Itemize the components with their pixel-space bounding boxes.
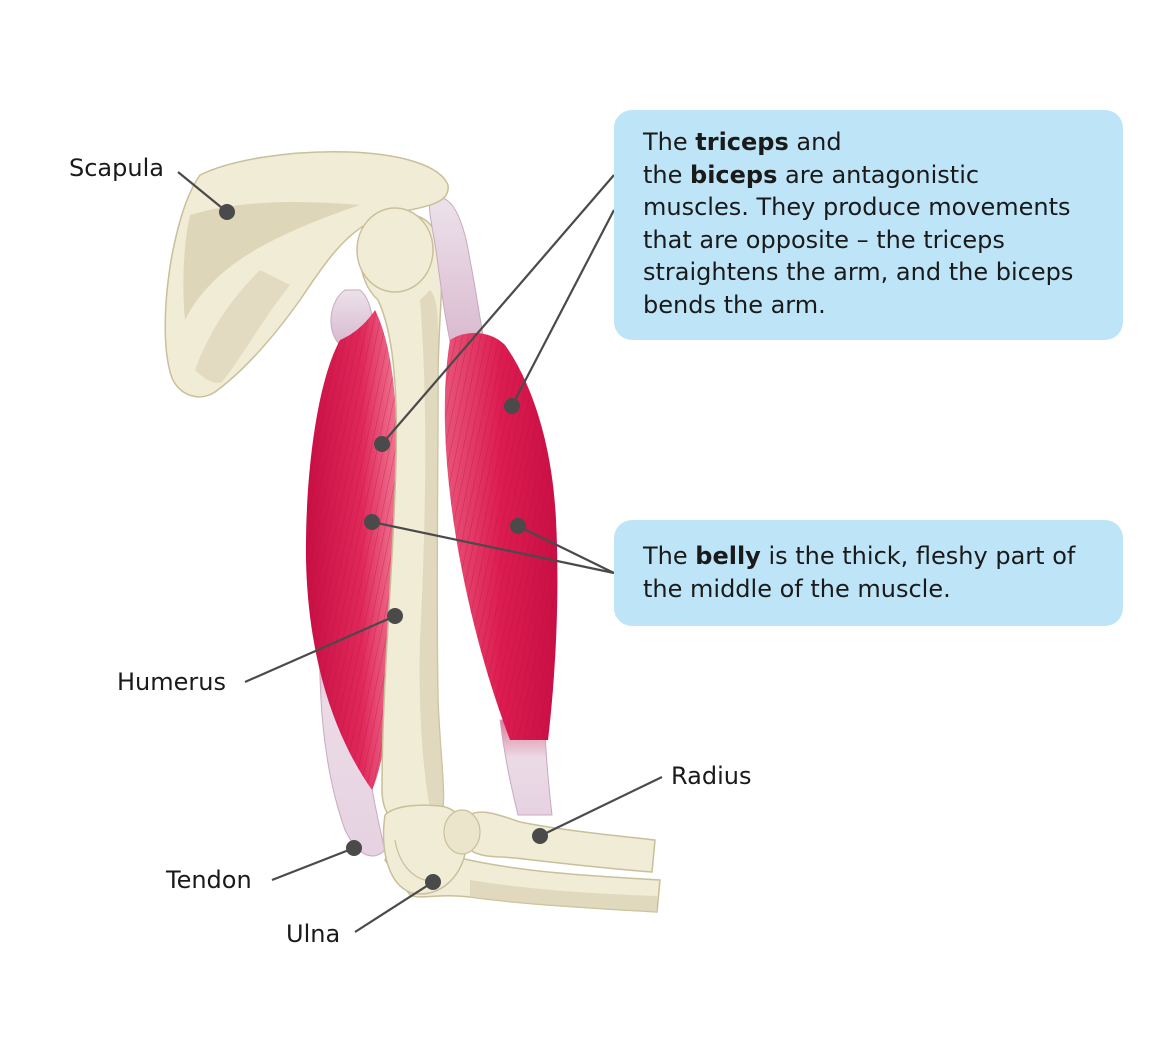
- label-humerus: Humerus: [117, 668, 226, 696]
- term-belly: belly: [695, 542, 761, 570]
- label-scapula: Scapula: [69, 154, 164, 182]
- belly-triceps-pointer: [371, 520, 615, 575]
- humerus-bone: [359, 212, 445, 826]
- scapula-dot: [219, 204, 235, 220]
- term-triceps: triceps: [695, 128, 789, 156]
- label-ulna: Ulna: [286, 920, 341, 948]
- humeral-head: [356, 207, 434, 293]
- biceps-dot: [504, 398, 520, 414]
- callout-antagonistic-line2: the biceps are antagonistic: [643, 160, 980, 189]
- callout-antagonistic-muscles: The triceps and the biceps are antagonis…: [614, 110, 1123, 340]
- tendon-dot: [346, 840, 362, 856]
- scapula-pointer: [177, 171, 228, 213]
- humerus-dot: [387, 608, 403, 624]
- ulna-pointer: [354, 881, 434, 933]
- callout-belly: The belly is the thick, fleshy part of t…: [614, 520, 1123, 626]
- callout-antagonistic-line3: muscles. They produce movements: [643, 193, 1071, 221]
- tendon-pointer: [271, 846, 355, 882]
- callout-belly-line2: the middle of the muscle.: [643, 574, 951, 603]
- triceps-dot: [374, 436, 390, 452]
- callout-antagonistic-line5: straightens the arm, and the biceps: [643, 258, 1074, 286]
- callout-belly-line1: The belly is the thick, fleshy part of: [643, 542, 1076, 570]
- belly-biceps-pointer: [517, 525, 615, 574]
- pointer-lines: [177, 171, 663, 933]
- label-tendon: Tendon: [166, 866, 252, 894]
- humerus-pointer: [244, 614, 396, 684]
- biceps-muscle: [444, 333, 558, 740]
- triceps-muscle: [305, 310, 399, 790]
- pointer-dots: [219, 204, 548, 890]
- callout-antagonistic-line1: The triceps and: [643, 128, 842, 156]
- term-biceps: biceps: [690, 160, 778, 189]
- radius-dot: [532, 828, 548, 844]
- label-radius: Radius: [671, 762, 752, 790]
- callout-antagonistic-line6: bends the arm.: [643, 290, 826, 319]
- elbow-joint: [382, 804, 481, 895]
- belly-triceps-dot: [364, 514, 380, 530]
- callout-antagonistic-line4: that are opposite – the triceps: [643, 225, 1005, 254]
- biceps-pointer: [511, 209, 615, 407]
- ulna-dot: [425, 874, 441, 890]
- radius-pointer: [539, 776, 663, 837]
- belly-biceps-dot: [510, 518, 526, 534]
- triceps-pointer: [381, 174, 615, 445]
